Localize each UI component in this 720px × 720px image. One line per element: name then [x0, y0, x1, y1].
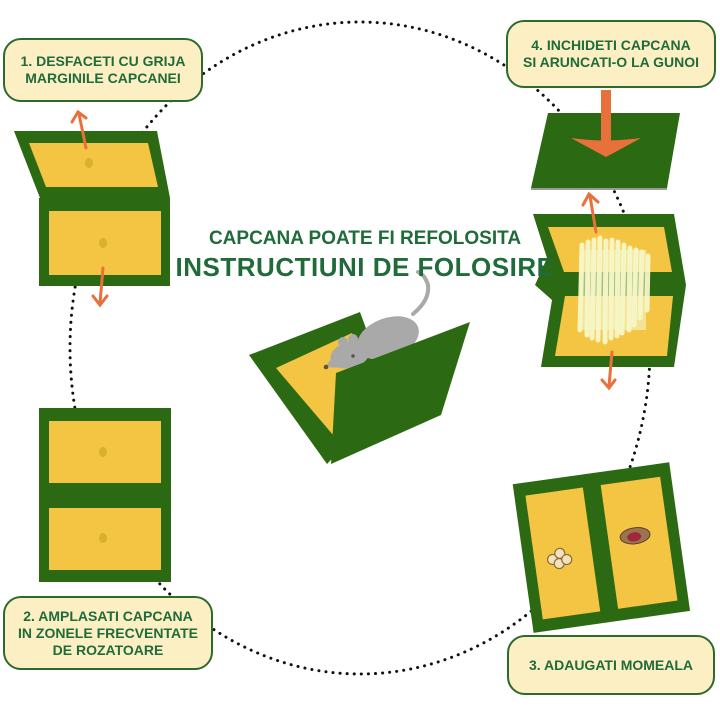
mouse-in-trap-icon [249, 270, 470, 464]
arrow-down-icon [91, 266, 109, 308]
step-2-label: 2. AMPLASATI CAPCANA IN ZONELE FRECVENTA… [3, 596, 213, 670]
step-3-line-1: 3. ADAUGATI MOMEALA [528, 656, 694, 673]
step-2-line-3: DE ROZATOARE [52, 641, 164, 658]
meat-bait-icon [619, 527, 651, 545]
step-2-line-1: 2. AMPLASATI CAPCANA [23, 607, 193, 624]
page-title: INSTRUCTIUNI DE FOLOSIRE [175, 252, 555, 282]
step-4-line-1: 4. INCHIDETI CAPCANA [531, 37, 691, 53]
arrow-down-icon [600, 350, 617, 391]
arrow-up-icon [70, 109, 88, 150]
nuts-bait-icon [546, 547, 573, 570]
step-1-label: 1. DESFACETI CU GRIJA MARGINILE CAPCANEI [3, 38, 203, 102]
step3-trap-with-bait-icon [512, 462, 691, 633]
step-3-label: 3. ADAUGATI MOMEALA [507, 635, 715, 695]
arrow-up-icon [581, 191, 600, 234]
step-1-line-2: MARGINILE CAPCANEI [25, 70, 181, 86]
step-4-label: 4. INCHIDETI CAPCANA SI ARUNCATI-O LA GU… [506, 20, 716, 88]
step-1-line-1: 1. DESFACETI CU GRIJA [20, 53, 186, 69]
step1-trap-opening-icon [14, 109, 170, 308]
step4-trap-closing-icon [531, 90, 686, 391]
arrow-down-large-icon [571, 90, 641, 157]
subtitle-reusable: CAPCANA POATE FI REFOLOSITA [208, 228, 522, 249]
step-4-line-2: SI ARUNCATI-O LA GUNOI [522, 54, 700, 70]
step2-trap-open-icon [39, 408, 171, 582]
step-2-line-2: IN ZONELE FRECVENTATE [18, 624, 198, 641]
